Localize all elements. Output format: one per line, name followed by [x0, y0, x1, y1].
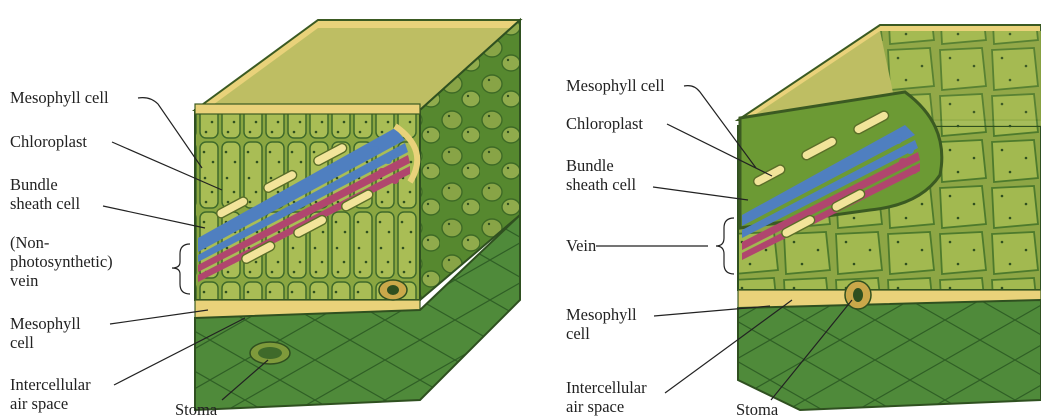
- label-left-mesophyll-cell: Mesophyll cell: [10, 88, 109, 107]
- label-right-bundle-sheath-cell: Bundle sheath cell: [566, 156, 636, 194]
- label-left-mesophyll-cell-lower: Mesophyll cell: [10, 314, 81, 352]
- label-right-mesophyll-cell-lower: Mesophyll cell: [566, 305, 637, 343]
- label-left-intercellular-air-space: Intercellular air space: [10, 375, 91, 413]
- right-leaf-block: [738, 25, 1041, 410]
- left-leaf-block: [195, 20, 520, 410]
- leader-left-mesophyll-bottom: [110, 310, 208, 324]
- leader-right-vein-brace: [716, 218, 734, 274]
- label-right-stoma: Stoma: [736, 400, 778, 419]
- label-left-vein: (Non- photosynthetic) vein: [10, 233, 113, 290]
- label-right-mesophyll-cell: Mesophyll cell: [566, 76, 665, 95]
- label-left-stoma: Stoma: [175, 400, 217, 419]
- label-right-chloroplast: Chloroplast: [566, 114, 643, 133]
- right-stoma: [845, 281, 871, 309]
- label-right-vein: Vein: [566, 236, 596, 255]
- label-left-bundle-sheath-cell: Bundle sheath cell: [10, 175, 80, 213]
- label-left-chloroplast: Chloroplast: [10, 132, 87, 151]
- leader-left-bundle-sheath: [103, 206, 205, 228]
- label-right-intercellular-air-space: Intercellular air space: [566, 378, 647, 416]
- leader-left-vein-brace: [172, 244, 190, 294]
- leader-right-bundle-sheath: [653, 187, 748, 200]
